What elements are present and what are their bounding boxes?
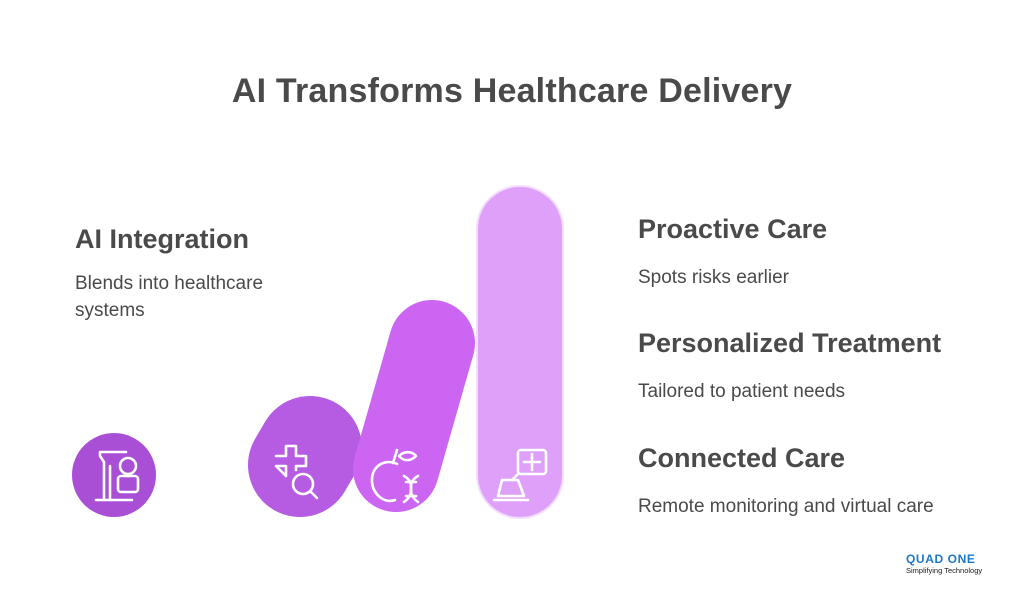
step-heading: Connected Care <box>638 443 846 473</box>
step-ai-integration: AI Integration Blends into healthcare sy… <box>75 222 335 324</box>
telehealth-laptop-icon <box>492 448 548 502</box>
step-connected-care: Connected Care Remote monitoring and vir… <box>638 441 1008 520</box>
apple-dna-icon <box>370 448 420 504</box>
bar-personalized-treatment <box>353 300 475 512</box>
step-heading: AI Integration <box>75 224 249 254</box>
step-heading: Proactive Care <box>638 214 828 244</box>
step-personalized-treatment: Personalized Treatment Tailored to patie… <box>638 326 1008 405</box>
step-description: Blends into healthcare systems <box>75 273 264 321</box>
step-description: Remote monitoring and virtual care <box>638 496 934 517</box>
step-description: Spots risks earlier <box>638 267 789 288</box>
surgical-robot-icon <box>94 450 140 502</box>
logo-tagline: Simplifying Technology <box>906 566 983 575</box>
bar-ai-integration <box>72 433 156 517</box>
company-logo: QUAD ONE Simplifying Technology <box>906 553 996 576</box>
logo-name: QUAD ONE <box>906 552 976 566</box>
medical-search-icon <box>274 444 319 500</box>
step-description: Tailored to patient needs <box>638 381 846 402</box>
step-heading: Personalized Treatment <box>638 328 942 358</box>
bar-connected-care <box>476 185 564 519</box>
page-title: AI Transforms Healthcare Delivery <box>231 72 793 110</box>
step-proactive-care: Proactive Care Spots risks earlier <box>638 212 1008 291</box>
